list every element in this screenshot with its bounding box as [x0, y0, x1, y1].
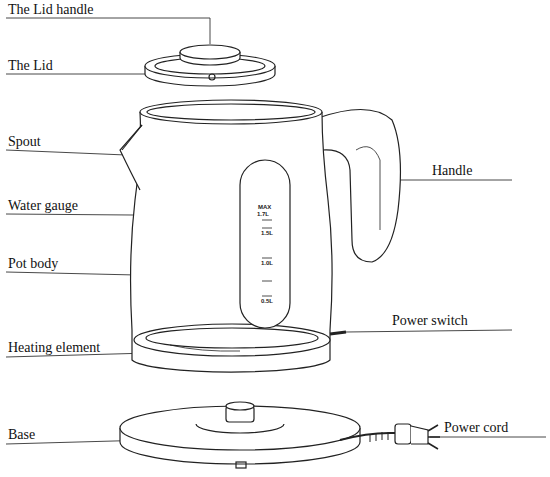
- gauge-mark: 0.5L: [261, 298, 273, 304]
- part-name: Pot body: [8, 257, 58, 271]
- part-name: Power cord: [444, 421, 508, 435]
- part-name: Water gauge: [8, 199, 78, 213]
- gauge-mark: 1.7L: [257, 211, 269, 217]
- gauge-mark: MAX: [258, 204, 271, 210]
- part-name: The Lid handle: [8, 3, 94, 17]
- gauge-mark: 1.0L: [261, 260, 273, 266]
- part-name: Handle: [432, 164, 472, 178]
- part-name: The Lid: [8, 59, 53, 73]
- part-name: Spout: [8, 135, 41, 149]
- part-name: Power switch: [392, 314, 468, 328]
- part-name: Heating element: [8, 341, 100, 355]
- part-name: Base: [8, 428, 35, 442]
- gauge-mark: 1.5L: [261, 230, 273, 236]
